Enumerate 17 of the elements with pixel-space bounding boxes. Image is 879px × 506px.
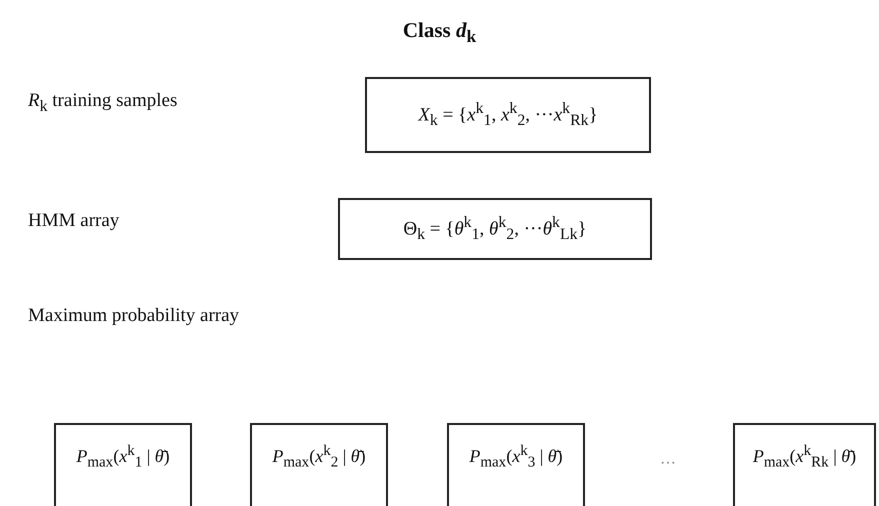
- diagram-title: Class d$_{k}$: [402, 18, 478, 48]
- formula-box: [733, 423, 876, 506]
- row-label: HMM array: [28, 210, 120, 232]
- formula-box: [338, 198, 652, 260]
- row-label: Maximum probability array: [28, 305, 240, 327]
- formula-box: [250, 423, 388, 506]
- formula-box: [54, 423, 192, 506]
- formula: Θ$_{k}$ = {θ$^{k}$$_{1}$, θ$^{k}$$_{2}$, ···θ$^{k}$$_{Lk}$}: [403, 214, 587, 244]
- formula: P$_{max}$(x$^{k}$$_{2}$ | θ̄): [272, 443, 366, 473]
- formula: P$_{max}$(x$^{k}$$_{1}$ | θ̄): [76, 443, 170, 473]
- ellipsis: ···: [660, 455, 676, 473]
- formula: X$_{k}$ = {x$^{k}$$_{1}$, x$^{k}$$_{2}$, ···x$^{k}$$_{Rk}$}: [418, 100, 598, 130]
- formula-box: [365, 77, 651, 153]
- formula-box: [447, 423, 585, 506]
- formula: P$_{max}$(x$^{k}$$_{3}$ | θ̄): [469, 443, 563, 473]
- formula: P$_{max}$(x$^{k}$$_{Rk}$ | θ̄): [752, 443, 856, 473]
- row-label: R$_{k}$ training samples: [28, 90, 178, 116]
